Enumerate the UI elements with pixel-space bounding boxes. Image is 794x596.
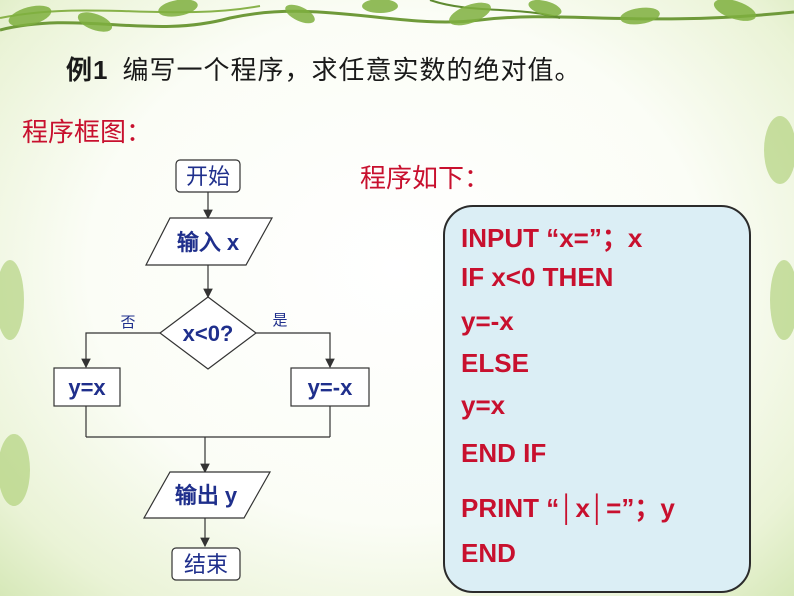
example-title: 例1 编写一个程序，求任意实数的绝对值。 xyxy=(66,50,581,87)
start-label: 开始 xyxy=(186,164,230,189)
code-line: END xyxy=(461,538,516,568)
end-terminal: 结束 xyxy=(171,547,241,581)
code-line: y=-x xyxy=(461,306,514,336)
program-code-box xyxy=(443,205,751,593)
program-heading: 程序如下： xyxy=(360,164,491,194)
assign-no-box: y=x xyxy=(53,367,121,407)
decision-label: x<0? xyxy=(183,321,234,346)
example-label: 例1 xyxy=(66,55,109,85)
output-label: 输出 y xyxy=(175,483,238,508)
end-label: 结束 xyxy=(184,552,228,577)
example-text: 编写一个程序，求任意实数的绝对值。 xyxy=(122,56,582,86)
input-label: 输入 x xyxy=(177,230,240,255)
code-line: ELSE xyxy=(461,348,529,378)
flowchart-heading: 程序框图： xyxy=(22,118,153,148)
code-line: IF x<0 THEN xyxy=(461,262,614,292)
yes-branch-label: 是 xyxy=(272,312,287,329)
code-line: END IF xyxy=(461,438,547,468)
input-parallelogram: 输入 x xyxy=(145,217,274,266)
start-terminal: 开始 xyxy=(175,159,241,193)
flow-connectors xyxy=(81,192,335,548)
code-line: y=x xyxy=(461,390,506,420)
decision-diamond: x<0? xyxy=(159,296,257,370)
code-line: PRINT “│x│=”；y xyxy=(461,493,675,523)
output-parallelogram: 输出 y xyxy=(142,471,272,519)
assign-yes-box: y=-x xyxy=(290,367,370,407)
assign-no-label: y=x xyxy=(68,375,106,400)
assign-yes-label: y=-x xyxy=(308,375,353,400)
code-line: INPUT “x=”；x xyxy=(461,223,643,253)
no-branch-label: 否 xyxy=(120,314,135,331)
